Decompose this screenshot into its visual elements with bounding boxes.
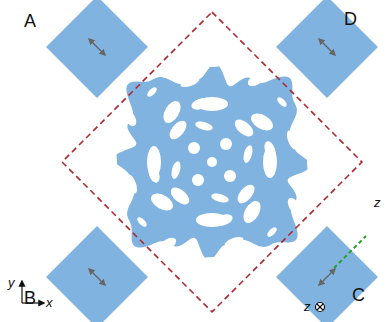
etched-hole xyxy=(158,235,179,253)
etched-hole xyxy=(192,174,204,186)
pattern-body xyxy=(114,64,310,260)
etched-hole xyxy=(166,118,189,143)
etched-hole xyxy=(285,196,303,217)
etched-hole xyxy=(125,173,139,195)
etched-hole xyxy=(196,213,228,227)
etched-hole xyxy=(223,235,245,249)
etched-hole xyxy=(263,146,277,178)
etched-hole xyxy=(207,157,217,167)
polarization-arrow xyxy=(89,39,105,55)
port-label: A xyxy=(24,12,36,30)
into-page-symbol xyxy=(316,303,325,312)
port-label: B xyxy=(24,289,36,307)
monitor-line xyxy=(334,236,366,268)
etched-hole xyxy=(148,190,176,214)
etched-hole xyxy=(246,71,267,89)
etched-hole xyxy=(248,110,276,134)
etched-hole xyxy=(276,96,289,109)
etched-hole xyxy=(170,160,182,179)
axis-label: z xyxy=(304,300,311,313)
etched-hole xyxy=(242,144,254,163)
etched-hole xyxy=(111,150,117,174)
etched-hole xyxy=(147,146,161,178)
etched-hole xyxy=(307,150,313,174)
etched-hole xyxy=(188,142,200,154)
etched-hole xyxy=(146,86,159,99)
axis-label: y xyxy=(8,276,15,289)
etched-hole xyxy=(285,129,299,151)
etched-hole xyxy=(136,216,149,229)
axis-label: z xyxy=(374,196,381,209)
etched-hole xyxy=(194,120,213,132)
etched-hole xyxy=(210,192,229,204)
polarization-arrow xyxy=(319,39,335,55)
etched-hole xyxy=(121,108,139,129)
etched-hole xyxy=(200,61,224,67)
axis-label: x xyxy=(46,296,53,309)
etched-hole xyxy=(190,96,210,112)
etched-hole xyxy=(179,75,201,89)
polarization-arrow xyxy=(89,269,105,285)
etched-hole xyxy=(220,138,232,150)
polarization-arrow xyxy=(319,269,335,285)
port-label: C xyxy=(352,286,365,304)
etched-hole xyxy=(240,198,264,226)
etched-hole xyxy=(266,226,279,239)
etched-hole xyxy=(200,257,224,263)
port-label: D xyxy=(344,10,357,28)
design-region xyxy=(62,12,362,312)
etched-hole xyxy=(224,170,236,182)
